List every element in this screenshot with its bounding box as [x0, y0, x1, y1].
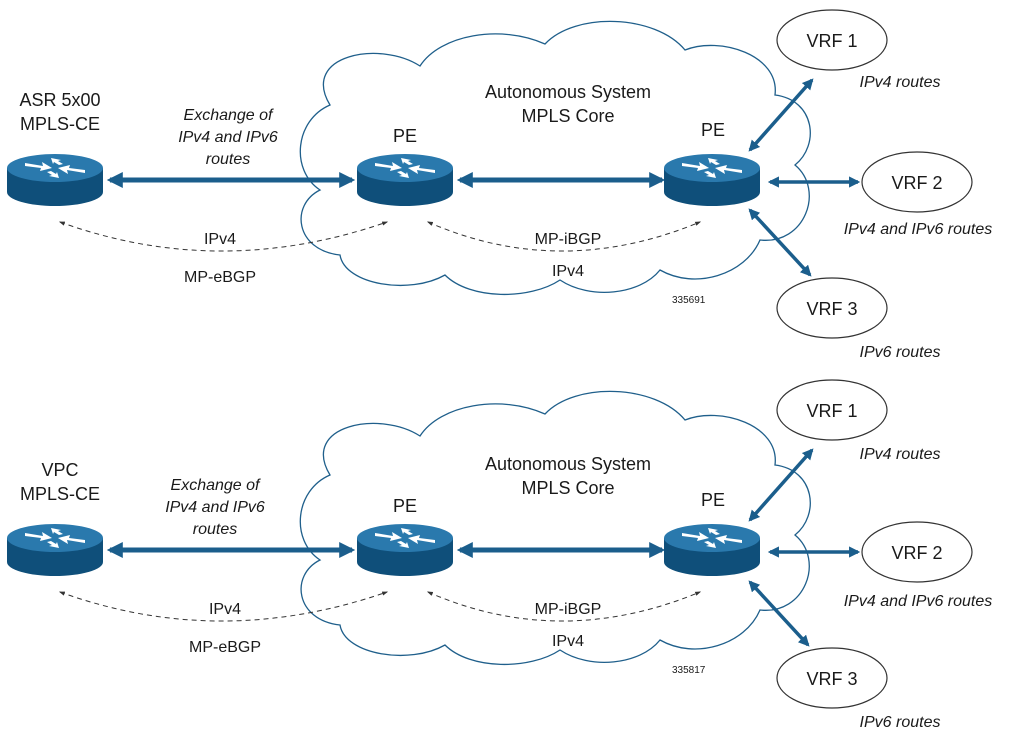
vrf1-node: [776, 9, 888, 71]
vrf3-routes: IPv6 routes: [860, 344, 941, 361]
vrf1-label: VRF 1: [806, 401, 857, 421]
ce-title-line2: MPLS-CE: [20, 484, 100, 504]
exchange-label-line3: routes: [206, 151, 250, 168]
exchange-label-line1: Exchange of: [171, 477, 262, 494]
vrf3-label: VRF 3: [806, 299, 857, 319]
ce-title-line1: VPC: [41, 460, 78, 480]
vrf2-node: [861, 151, 973, 213]
cloud-title-line2: MPLS Core: [521, 478, 614, 498]
vrf3-label: VRF 3: [806, 669, 857, 689]
vrf2-label: VRF 2: [891, 543, 942, 563]
pe-left-label: PE: [393, 126, 417, 146]
pe-right-router-icon: [664, 524, 760, 576]
vrf1-node: [776, 379, 888, 441]
panel-1: ASR 5x00 MPLS-CE Exchange of IPv4 and IP…: [7, 9, 993, 361]
vrf1-routes: IPv4 routes: [860, 446, 941, 463]
ibgp-label-bottom: IPv4: [552, 633, 584, 650]
pe-right-label: PE: [701, 120, 725, 140]
cloud-title-line1: Autonomous System: [485, 454, 651, 474]
ibgp-label-top: MP-iBGP: [535, 601, 602, 618]
vrf3-link-arrow: [748, 208, 812, 277]
exchange-label-line1: Exchange of: [184, 107, 275, 124]
vrf3-node: [776, 647, 888, 709]
cloud-title-line1: Autonomous System: [485, 82, 651, 102]
ibgp-label-top: MP-iBGP: [535, 231, 602, 248]
pe-left-label: PE: [393, 496, 417, 516]
vrf3-routes: IPv6 routes: [860, 714, 941, 731]
cloud-title-line2: MPLS Core: [521, 106, 614, 126]
ce-router-icon: [7, 154, 103, 206]
ebgp-session-line: [58, 591, 389, 622]
ibgp-session-line: [426, 591, 702, 622]
exchange-label-line2: IPv4 and IPv6: [165, 499, 265, 516]
pe-right-router-icon: [664, 154, 760, 206]
vrf2-label: VRF 2: [891, 173, 942, 193]
ce-title-line1: ASR 5x00: [19, 90, 100, 110]
vrf1-label: VRF 1: [806, 31, 857, 51]
figure-id: 335817: [672, 665, 706, 676]
pe-left-router-icon: [357, 524, 453, 576]
panel-2: VPC MPLS-CE Exchange of IPv4 and IPv6 ro…: [7, 379, 993, 731]
pe-right-label: PE: [701, 490, 725, 510]
vrf3-node: [776, 277, 888, 339]
ibgp-session-line: [426, 221, 702, 252]
exchange-label-line2: IPv4 and IPv6: [178, 129, 278, 146]
exchange-label-line3: routes: [193, 521, 237, 538]
vrf1-link-arrow: [748, 78, 814, 152]
ibgp-label-bottom: IPv4: [552, 263, 584, 280]
vrf2-routes: IPv4 and IPv6 routes: [844, 221, 993, 238]
figure-id: 335691: [672, 295, 706, 306]
ebgp-session-line: [58, 221, 389, 252]
ce-title-line2: MPLS-CE: [20, 114, 100, 134]
ebgp-label-top: IPv4: [209, 601, 241, 618]
ce-router-icon: [7, 524, 103, 576]
ebgp-label-bottom: MP-eBGP: [184, 269, 256, 286]
vrf3-link-arrow: [748, 580, 810, 647]
pe-left-router-icon: [357, 154, 453, 206]
ebgp-label-top: IPv4: [204, 231, 236, 248]
vrf2-node: [861, 521, 973, 583]
vrf1-routes: IPv4 routes: [860, 74, 941, 91]
ebgp-label-bottom: MP-eBGP: [189, 639, 261, 656]
vrf2-routes: IPv4 and IPv6 routes: [844, 593, 993, 610]
vrf1-link-arrow: [748, 448, 814, 522]
